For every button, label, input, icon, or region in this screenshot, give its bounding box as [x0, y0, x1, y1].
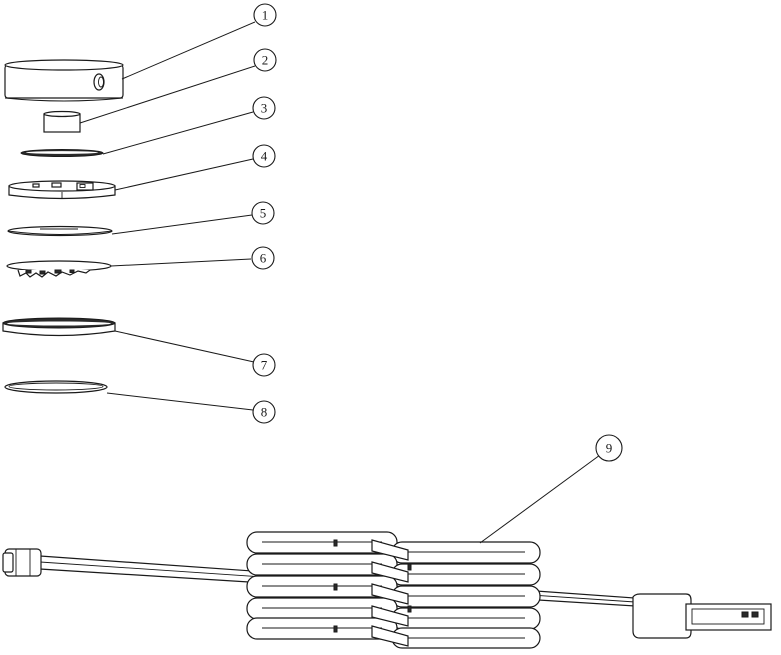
part-3-gasket: [20, 149, 104, 157]
part-1-housing: [4, 59, 124, 102]
callout-label: 5: [260, 206, 267, 221]
part-5-plate: [7, 225, 113, 237]
leader-lines: [79, 21, 601, 544]
callout-5: 5: [251, 201, 275, 225]
callout-label: 3: [261, 101, 268, 116]
callout-2: 2: [253, 48, 277, 72]
callout-8: 8: [252, 400, 276, 424]
callout-9: 9: [595, 434, 623, 462]
callout-4: 4: [252, 144, 276, 168]
part-9-usb-cable: [2, 531, 772, 649]
callout-label: 9: [606, 441, 613, 456]
part-6-pcb: [6, 260, 112, 278]
part-2-disc: [43, 110, 81, 133]
callout-7: 7: [252, 353, 276, 377]
part-8-ring: [4, 380, 108, 394]
callout-label: 1: [262, 8, 269, 23]
callout-label: 6: [260, 251, 267, 266]
callout-3: 3: [252, 96, 276, 120]
callout-label: 2: [262, 53, 269, 68]
part-7-base: [2, 317, 116, 337]
cable-coil: [246, 531, 541, 649]
callout-1: 1: [253, 3, 277, 27]
callout-label: 7: [261, 358, 268, 373]
callout-label: 8: [261, 405, 268, 420]
callout-label: 4: [261, 149, 268, 164]
callout-6: 6: [251, 246, 275, 270]
part-4-board: [8, 180, 116, 200]
